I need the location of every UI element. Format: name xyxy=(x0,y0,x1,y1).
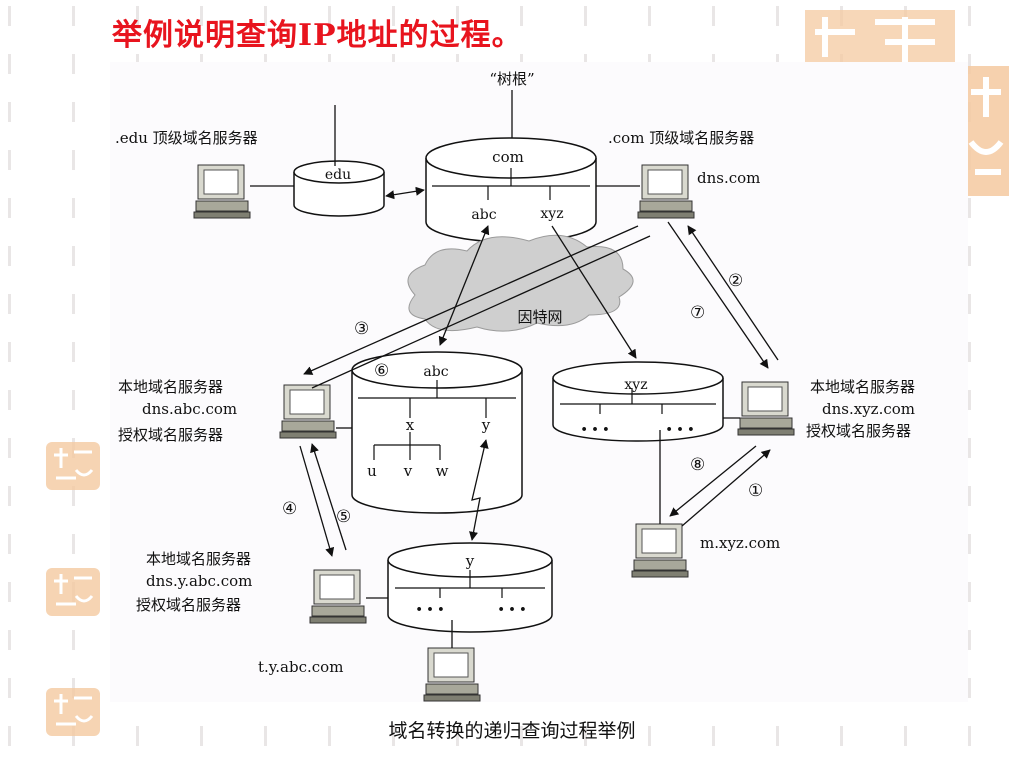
local-abc-label-2: dns.abc.com xyxy=(142,400,237,418)
xyz-cylinder xyxy=(552,361,724,442)
dns-y-computer-icon xyxy=(309,569,367,624)
step-3-label: ③ xyxy=(354,319,369,339)
step-4-label: ④ xyxy=(282,499,297,519)
step-1-label: ① xyxy=(748,481,763,501)
local-y-label-2: dns.y.abc.com xyxy=(146,572,252,590)
abc-v-label: v xyxy=(403,462,413,480)
y-cylinder xyxy=(387,542,553,633)
local-xyz-label-3: 授权域名服务器 xyxy=(806,422,911,440)
mxyz-computer-icon xyxy=(631,523,689,578)
edu-cylinder xyxy=(293,160,385,217)
step-5-label: ⑤ xyxy=(336,507,351,527)
abc-u-label: u xyxy=(367,462,377,480)
dns-recursive-query-diagram: “树根” com abc xyz edu .edu 顶级域名服务器 .com 顶… xyxy=(115,70,915,702)
edu-server-label: .edu 顶级域名服务器 xyxy=(115,129,258,147)
local-abc-label-3: 授权域名服务器 xyxy=(118,426,223,444)
y-dots-left: • • • xyxy=(416,603,445,616)
xyz-dots-left: • • • xyxy=(581,423,610,436)
local-y-label-3: 授权域名服务器 xyxy=(136,596,241,614)
root-com-label: com xyxy=(492,148,524,166)
root-abc-label: abc xyxy=(471,207,496,223)
seal-stamp-3 xyxy=(46,688,100,736)
ty-computer-icon xyxy=(423,647,481,702)
step-7-label: ⑦ xyxy=(690,303,705,323)
com-dns-label: dns.com xyxy=(697,169,760,187)
abc-y-label: y xyxy=(481,416,491,434)
mxyz-label: m.xyz.com xyxy=(700,534,780,552)
local-abc-label-1: 本地域名服务器 xyxy=(118,378,223,396)
root-xyz-label: xyz xyxy=(540,206,563,222)
com-server-label: .com 顶级域名服务器 xyxy=(608,129,754,147)
y-dots-right: • • • xyxy=(498,603,527,616)
abc-db-label: abc xyxy=(423,364,448,380)
seal-stamp-1 xyxy=(46,442,100,490)
dns-abc-computer-icon xyxy=(279,384,337,439)
xyz-dots-right: • • • xyxy=(666,423,695,436)
seal-stamp-large xyxy=(805,10,1009,196)
step-6-label: ⑥ xyxy=(374,361,389,381)
root-com-cylinder xyxy=(425,137,597,243)
step-2-label: ② xyxy=(728,271,743,291)
y-db-label: y xyxy=(465,552,475,570)
root-label: “树根” xyxy=(489,70,534,88)
diagram-panel: “树根” com abc xyz edu .edu 顶级域名服务器 .com 顶… xyxy=(110,62,968,702)
local-xyz-label-2: dns.xyz.com xyxy=(822,400,915,418)
com-computer-icon xyxy=(637,164,695,219)
diagram-caption: 域名转换的递归查询过程举例 xyxy=(388,720,636,742)
xyz-db-label: xyz xyxy=(624,377,647,393)
local-y-label-1: 本地域名服务器 xyxy=(146,550,251,568)
seal-stamp-2 xyxy=(46,568,100,616)
edu-computer-icon xyxy=(193,164,251,219)
local-xyz-label-1: 本地域名服务器 xyxy=(810,378,915,396)
slide-title: 举例说明查询IP地址的过程。 xyxy=(112,18,523,53)
ty-label: t.y.abc.com xyxy=(258,658,343,676)
abc-x-label: x xyxy=(406,416,415,434)
abc-w-label: w xyxy=(436,462,449,480)
edu-db-label: edu xyxy=(325,167,351,183)
dns-xyz-computer-icon xyxy=(737,381,795,436)
step-8-label: ⑧ xyxy=(690,455,705,475)
internet-label: 因特网 xyxy=(517,308,562,326)
